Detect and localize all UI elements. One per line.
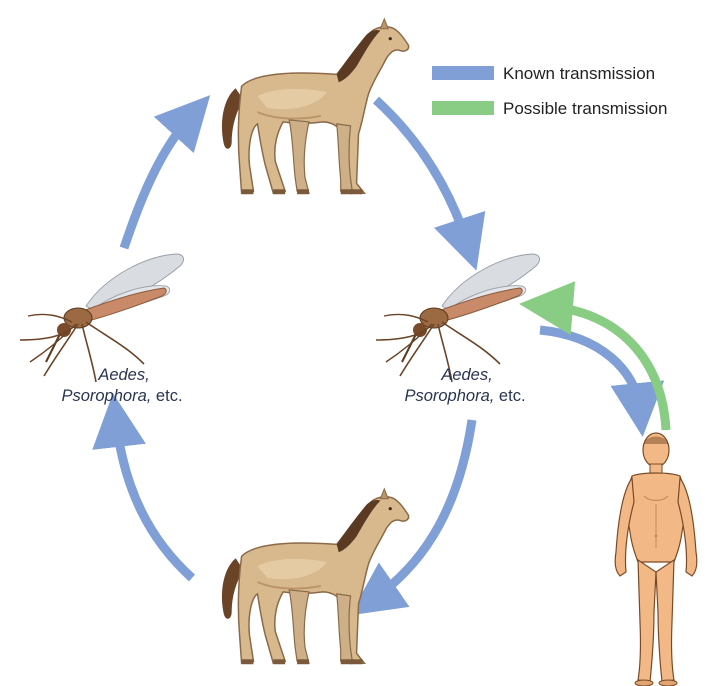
- arrow-left-mosquito-to-top-horse: [124, 115, 192, 248]
- known-transmission-swatch: [432, 66, 494, 80]
- possible-transmission-label: Possible transmission: [503, 99, 667, 118]
- known-transmission-label: Known transmission: [503, 64, 655, 83]
- right-mosquito-label-line2: Psorophora, etc.: [404, 387, 525, 405]
- right-genus-aedes: Aedes,: [440, 366, 492, 384]
- right-mosquito-icon: [376, 254, 539, 382]
- left-mosquito-icon: [20, 254, 183, 382]
- legend: Known transmission Possible transmission: [432, 64, 667, 118]
- human-icon: [615, 433, 697, 686]
- left-genus-aedes: Aedes,: [97, 366, 149, 384]
- right-mosquito-label: Aedes,: [440, 366, 492, 384]
- arrow-human-to-right-mosquito: [546, 306, 666, 430]
- left-etc: etc.: [151, 387, 182, 405]
- arrow-top-horse-to-right-mosquito: [376, 100, 468, 245]
- possible-transmission-swatch: [432, 101, 494, 115]
- left-mosquito-label-line2: Psorophora, etc.: [61, 387, 182, 405]
- left-genus-psorophora: Psorophora,: [61, 387, 151, 405]
- arrow-bottom-horse-to-left-mosquito: [116, 420, 192, 578]
- bottom-horse-icon: [222, 489, 409, 664]
- left-mosquito-label: Aedes,: [97, 366, 149, 384]
- right-etc: etc.: [494, 387, 525, 405]
- right-genus-psorophora: Psorophora,: [404, 387, 494, 405]
